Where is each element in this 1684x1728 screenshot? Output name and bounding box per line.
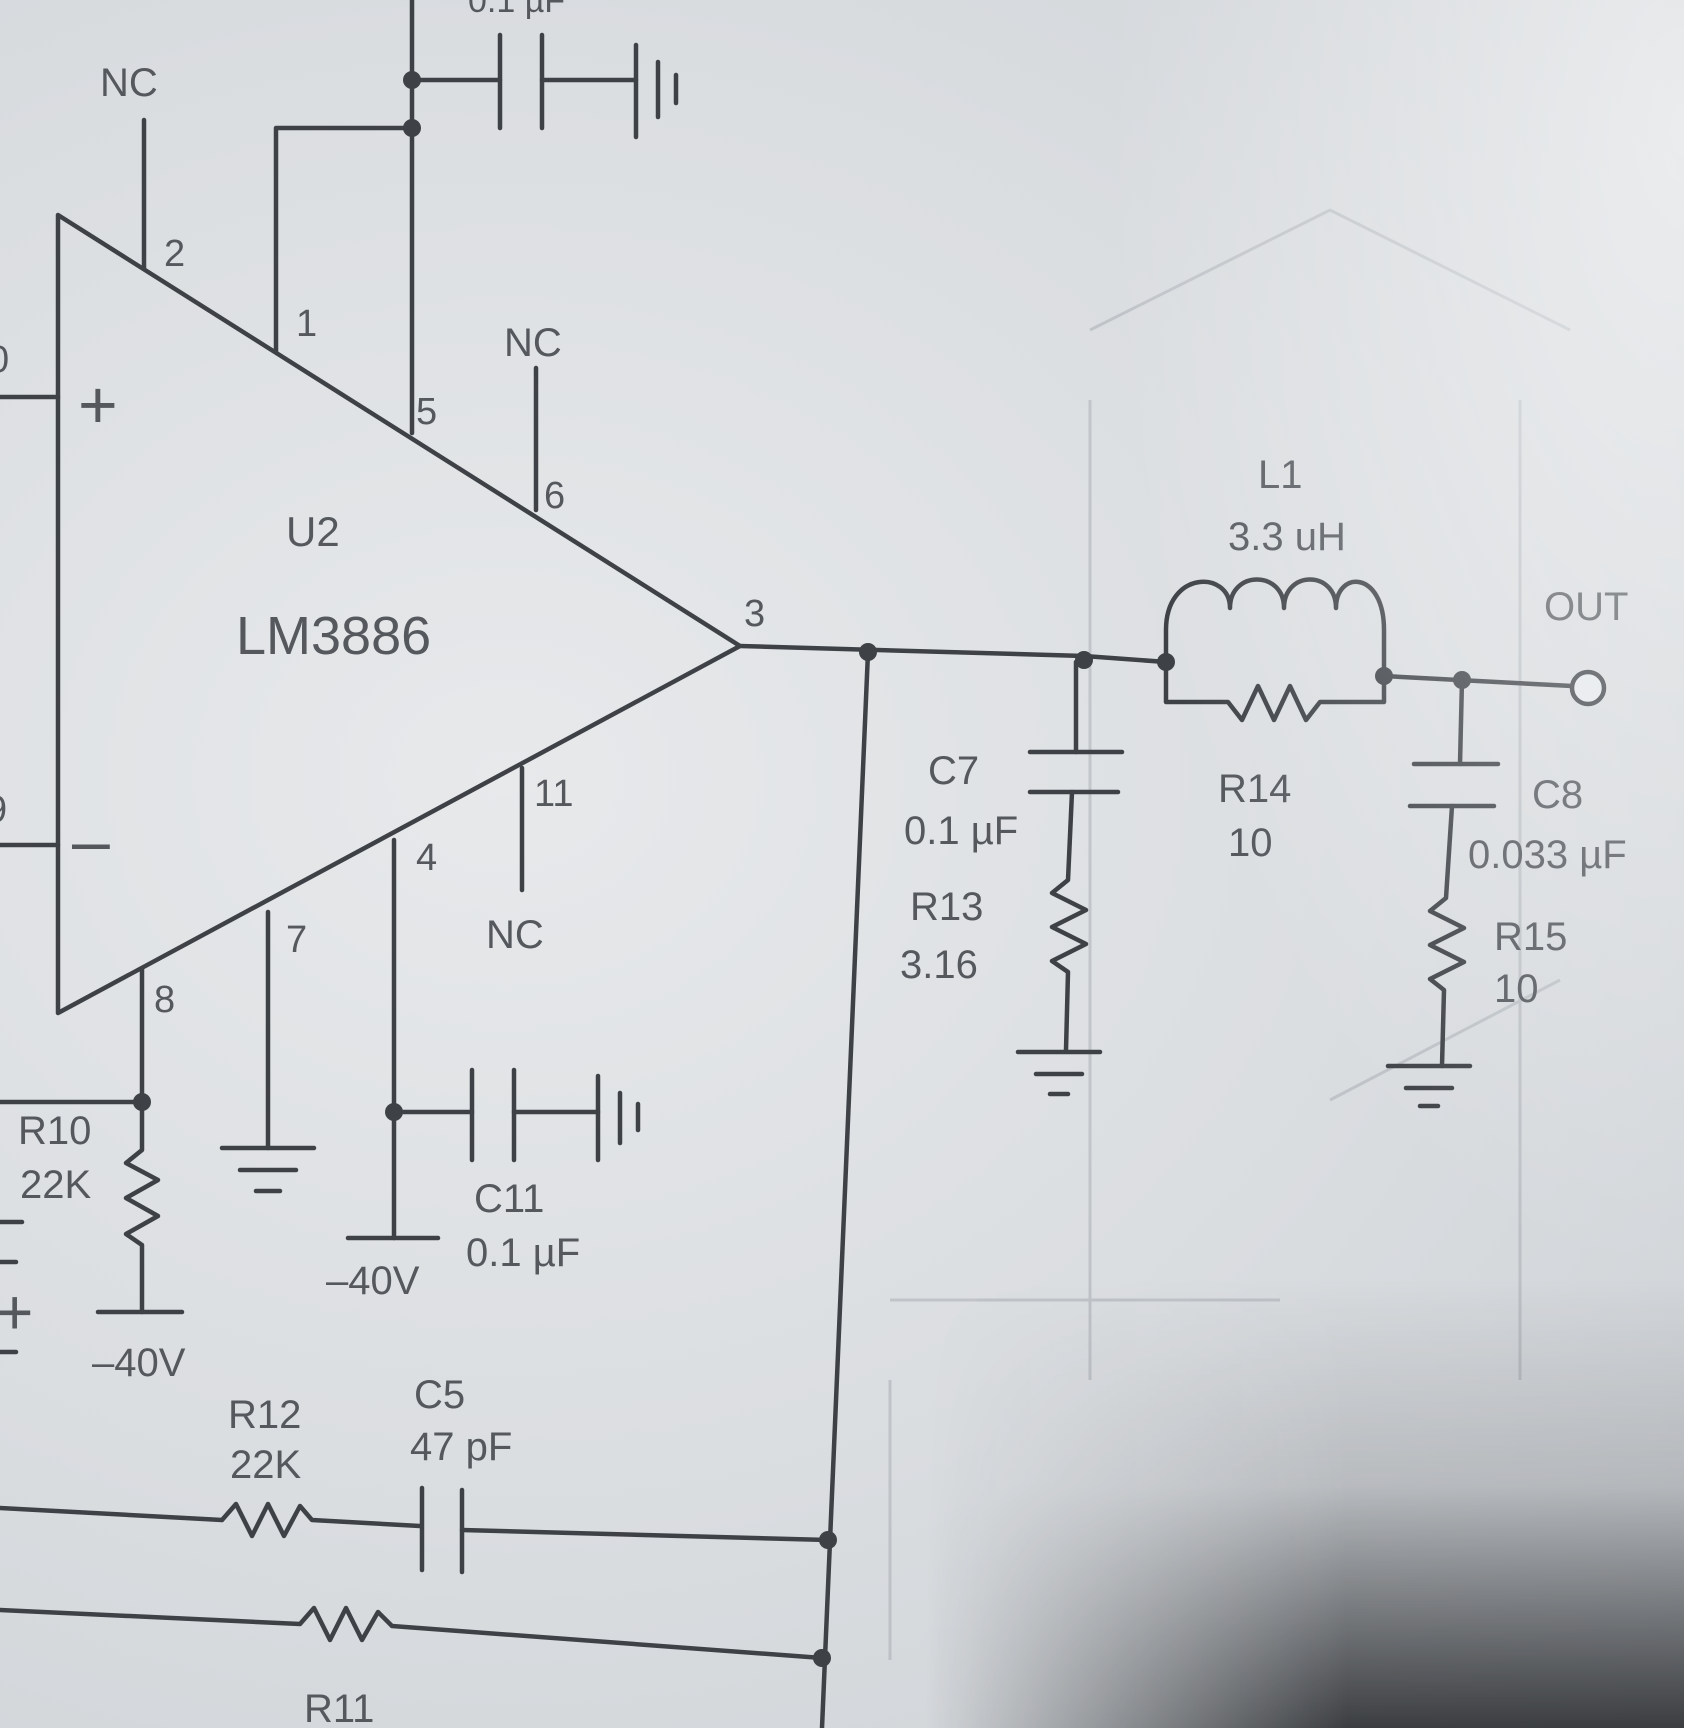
c7-value: 0.1 µF [904, 809, 1018, 853]
r14-resistor [1163, 659, 1387, 723]
r12-ref: R12 [228, 1393, 301, 1437]
wire-c5-right [459, 1527, 831, 1543]
minus-input-sign: – [72, 803, 110, 879]
r15-resistor [1427, 803, 1467, 1069]
wire-output-main [737, 643, 1169, 665]
pin-label-11: 11 [534, 773, 573, 815]
junction-c5 [819, 1531, 837, 1549]
pin-label-7: 7 [286, 919, 307, 961]
nc-label-bottom: NC [486, 913, 544, 957]
l1-ref: L1 [1258, 453, 1303, 497]
junction-r11 [813, 1649, 831, 1667]
nc-label-top-right: NC [504, 321, 562, 365]
r12-resistor [219, 1501, 423, 1539]
pin-label-2: 2 [164, 233, 185, 275]
wire-c8-top [1457, 677, 1465, 767]
pin-label-3: 3 [744, 593, 765, 635]
wire-feedback-vertical [819, 649, 871, 1728]
c7-ref: C7 [928, 749, 979, 793]
edge-plus-sign: + [0, 1276, 33, 1348]
pin-label-8: 8 [154, 979, 175, 1021]
r10-resistor [123, 1099, 161, 1315]
junction-pin1-rail [403, 119, 421, 137]
r10-ref: R10 [18, 1109, 91, 1153]
junction-top-rail [403, 71, 421, 89]
c11-ref: C11 [474, 1177, 544, 1221]
l1-value: 3.3 uH [1228, 515, 1346, 559]
bleed-through-lines [888, 208, 1571, 1660]
nc-label-top-left: NC [100, 61, 158, 105]
pin-label-6: 6 [544, 475, 565, 517]
edge-net-label-0: 0 [0, 339, 9, 381]
pin-label-1: 1 [296, 303, 317, 345]
r12-value: 22K [230, 1443, 301, 1487]
wire-to-out [1381, 673, 1575, 689]
c8-ref: C8 [1532, 773, 1583, 817]
output-terminal [1569, 669, 1607, 707]
c8-value: 0.033 µF [1468, 833, 1627, 877]
wire-r12-left [0, 1505, 225, 1523]
c5-value: 47 pF [410, 1425, 512, 1469]
junction-pin4-c11 [385, 1103, 403, 1121]
c11-value: 0.1 µF [466, 1231, 580, 1275]
r15-ref: R15 [1494, 915, 1567, 959]
plus-input-sign: + [78, 367, 118, 443]
r14-ref: R14 [1218, 767, 1291, 811]
r11-ref: R11 [304, 1687, 374, 1728]
r13-resistor [1049, 789, 1089, 1053]
r11-resistor [0, 1605, 825, 1661]
pin-label-5: 5 [416, 391, 437, 433]
amp-ref: U2 [286, 508, 340, 555]
r13-value: 3.16 [900, 943, 978, 987]
r15-value: 10 [1494, 967, 1539, 1011]
c5-ref: C5 [414, 1373, 465, 1417]
edge-net-label-9: 9 [0, 789, 7, 831]
pin-label-4: 4 [416, 837, 437, 879]
l1-inductor [1163, 577, 1387, 679]
out-label: OUT [1544, 585, 1628, 629]
neg-supply-r10-label: –40V [92, 1341, 186, 1385]
amp-part-number: LM3886 [236, 606, 431, 666]
r14-value: 10 [1228, 821, 1273, 865]
r13-ref: R13 [910, 885, 983, 929]
top-cap-value: 0.1 µF [468, 0, 565, 20]
r10-value: 22K [20, 1163, 91, 1207]
neg-supply-pin4-label: –40V [326, 1259, 420, 1303]
